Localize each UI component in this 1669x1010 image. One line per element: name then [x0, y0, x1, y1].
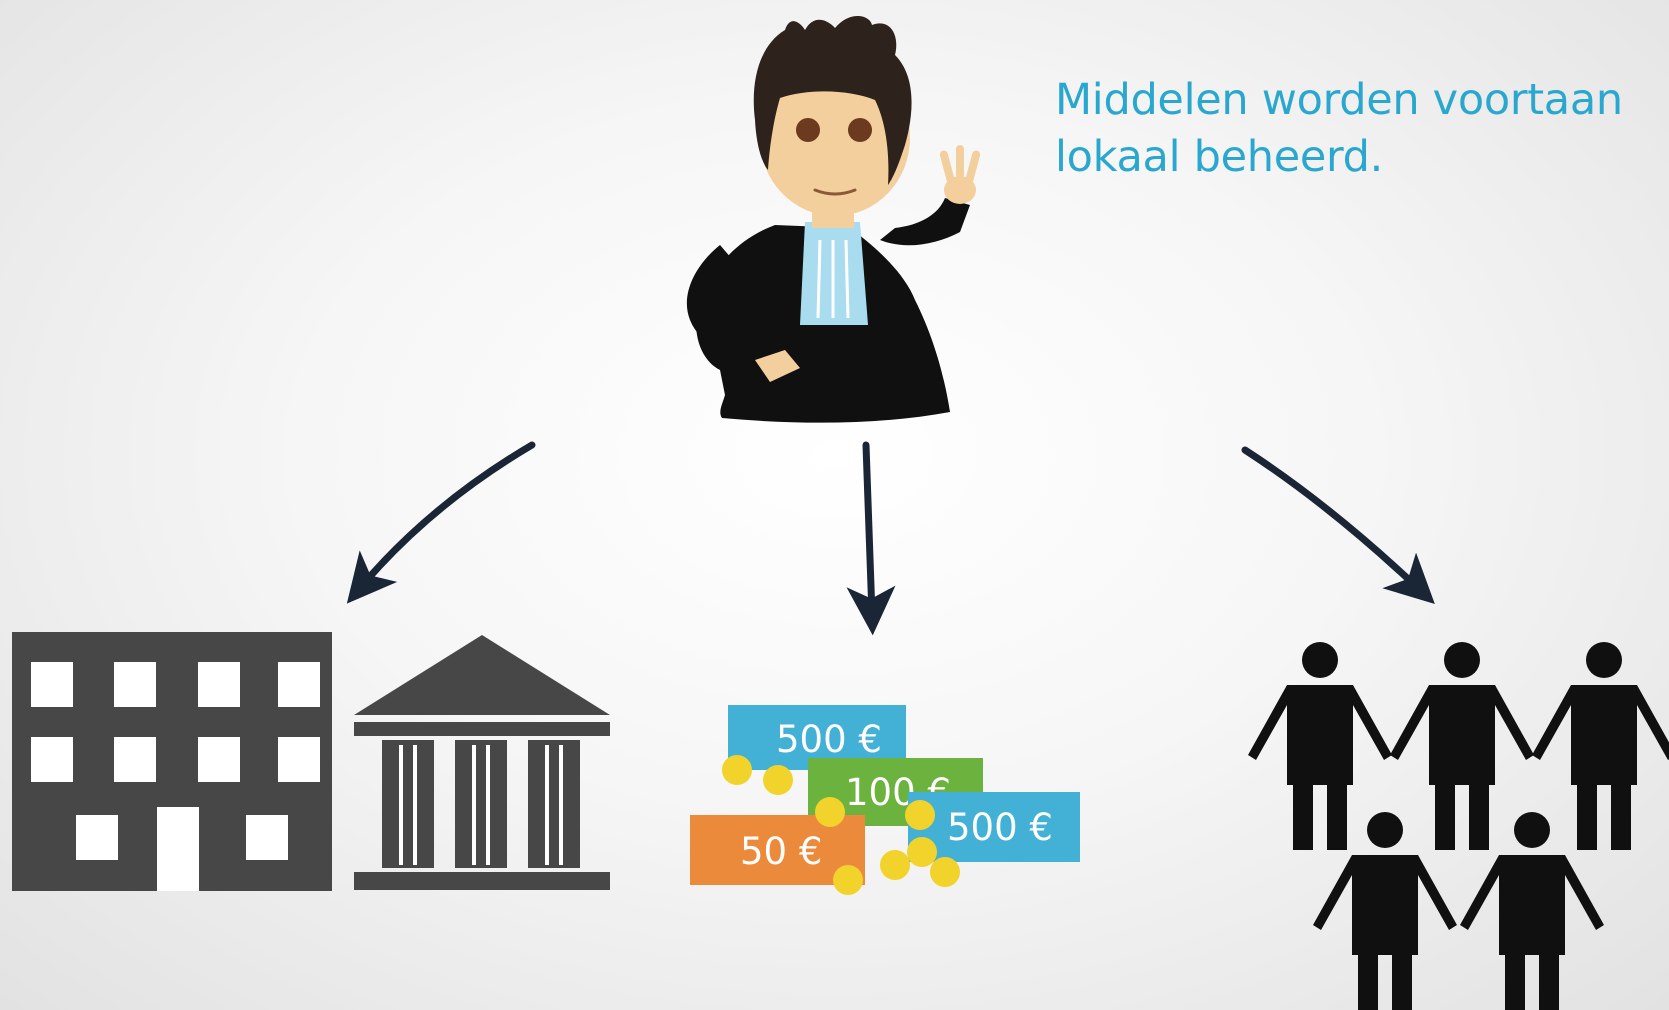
person-figure: [1248, 642, 1392, 850]
banknote-label: 50 €: [740, 830, 822, 873]
judge-left-eye: [796, 118, 820, 142]
judge-right-eye: [848, 118, 872, 142]
money-icon: 500 € 100 € 500 € 50 €: [690, 705, 1080, 895]
arrows: [346, 441, 1435, 636]
caption-line-2: lokaal beheerd.: [1055, 132, 1384, 182]
judge-figure: [686, 15, 981, 423]
banknote-50: 50 €: [690, 815, 865, 885]
office-building-icon: [12, 632, 332, 891]
banknote-label: 500 €: [776, 718, 882, 761]
arrow-center: [846, 441, 896, 636]
caption-line-1: Middelen worden voortaan: [1055, 75, 1623, 125]
banknote-label: 500 €: [947, 806, 1053, 849]
judge-smile: [813, 188, 857, 196]
coins: [722, 755, 960, 895]
person-figure: [1532, 642, 1669, 850]
arrow-left: [346, 441, 536, 604]
caption-text: Middelen worden voortaan lokaal beheerd.: [1055, 72, 1655, 186]
judge-hair: [753, 15, 912, 185]
arrow-right: [1241, 446, 1435, 605]
person-figure: [1390, 642, 1534, 850]
judge-raised-hand: [939, 145, 981, 204]
judge-left-hand: [755, 350, 800, 382]
judge-right-arm: [880, 198, 970, 246]
courthouse-icon: [354, 635, 610, 890]
judge-left-arm: [686, 245, 770, 372]
people-group-icon: [1248, 642, 1669, 1010]
